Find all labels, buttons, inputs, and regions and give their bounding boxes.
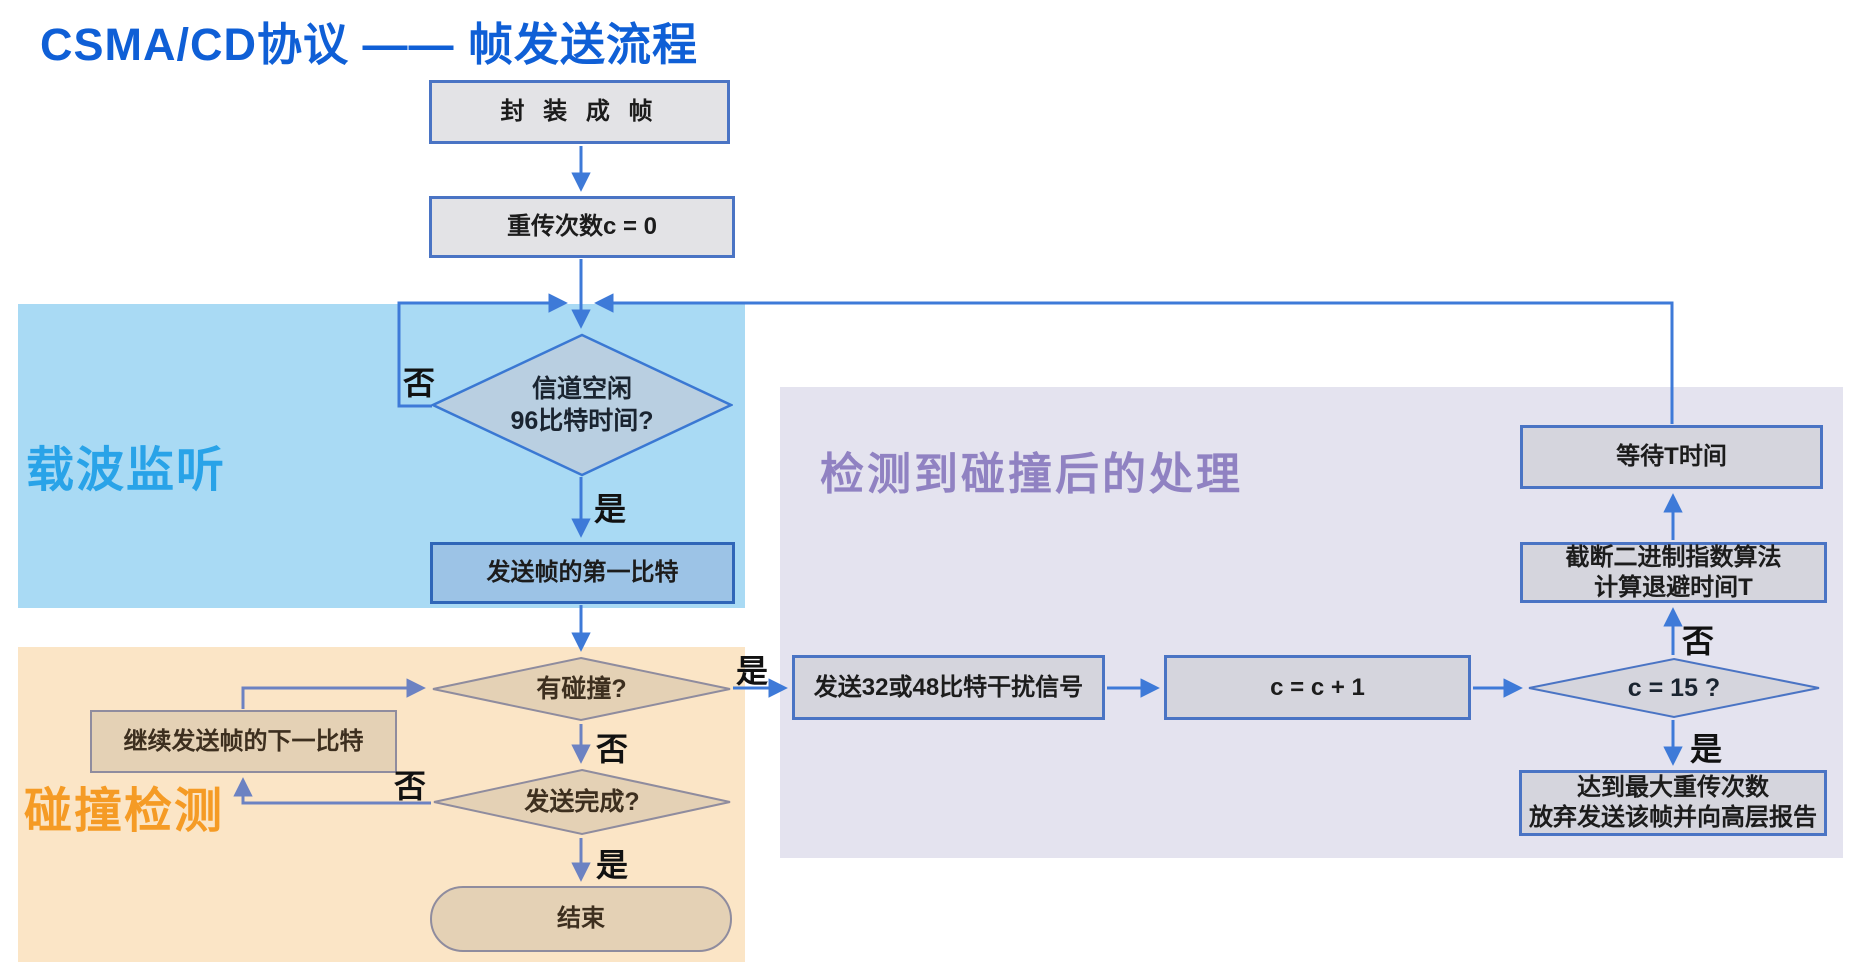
- node-retry-limit-check: c = 15 ?: [1526, 657, 1822, 719]
- page-title: CSMA/CD协议 —— 帧发送流程: [40, 19, 698, 70]
- edge-label-idle-yes: 是: [594, 491, 627, 527]
- collision-check-text: 有碰撞?: [536, 674, 627, 703]
- diamond-shape: [433, 768, 731, 836]
- channel-idle-check-text: 信道空闲 96比特时间?: [510, 374, 654, 436]
- node-send-first-bit: 发送帧的第一比特: [430, 542, 735, 604]
- diamond-shape: [432, 656, 731, 722]
- label-collision-detection: 碰撞检测: [24, 785, 225, 838]
- diamond-shape: [431, 333, 733, 477]
- edge-label-idle-no: 否: [403, 365, 436, 401]
- send-complete-check-text: 发送完成?: [524, 787, 640, 816]
- label-post-collision: 检测到碰撞后的处理: [820, 450, 1243, 499]
- edge-label-collision-no: 否: [596, 731, 629, 767]
- node-collision-check: 有碰撞?: [430, 656, 733, 722]
- label-carrier-sense: 载波监听: [26, 444, 227, 497]
- edge-label-limit-yes: 是: [1690, 731, 1723, 767]
- node-increment-counter: c = c + 1: [1164, 655, 1471, 720]
- node-send-complete-check: 发送完成?: [431, 768, 733, 836]
- node-encapsulate-frame: 封 装 成 帧: [429, 80, 730, 144]
- edge-label-collision-yes: 是: [736, 653, 769, 689]
- node-reset-retry-counter: 重传次数c = 0: [429, 196, 735, 258]
- node-compute-backoff: 截断二进制指数算法 计算退避时间T: [1520, 542, 1827, 603]
- edge-label-complete-yes: 是: [596, 847, 629, 883]
- edge-label-complete-no: 否: [394, 768, 427, 804]
- node-send-jam-signal: 发送32或48比特干扰信号: [792, 655, 1105, 720]
- node-wait-t: 等待T时间: [1520, 425, 1823, 489]
- node-end: 结束: [430, 886, 732, 952]
- node-abort-report: 达到最大重传次数 放弃发送该帧并向高层报告: [1519, 770, 1827, 836]
- diamond-shape: [1528, 657, 1820, 719]
- retry-limit-check-text: c = 15 ?: [1627, 673, 1721, 702]
- node-channel-idle-check: 信道空闲 96比特时间?: [431, 333, 733, 477]
- node-send-next-bit: 继续发送帧的下一比特: [90, 710, 397, 773]
- edge-label-limit-no: 否: [1682, 623, 1715, 659]
